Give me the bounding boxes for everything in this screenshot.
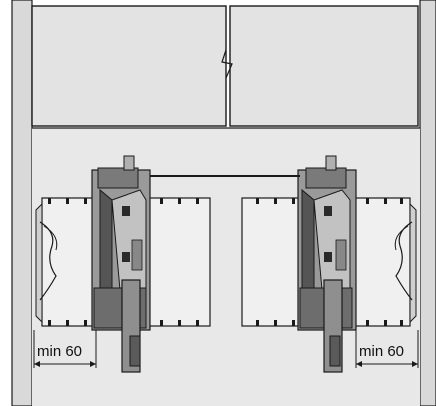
top-panel-right (229, 5, 419, 127)
left-drawer (35, 155, 211, 373)
right-drawer (241, 155, 417, 373)
right-dimension-label: min 60 (359, 343, 404, 360)
top-panel (31, 5, 420, 129)
break-line-icon (221, 49, 233, 79)
right-dimension: min 60 (355, 330, 419, 368)
left-side-wall (11, 0, 33, 406)
left-dimension: min 60 (33, 330, 97, 368)
left-dimension-label: min 60 (37, 343, 82, 360)
right-side-wall (419, 0, 436, 406)
top-panel-left (31, 5, 227, 127)
